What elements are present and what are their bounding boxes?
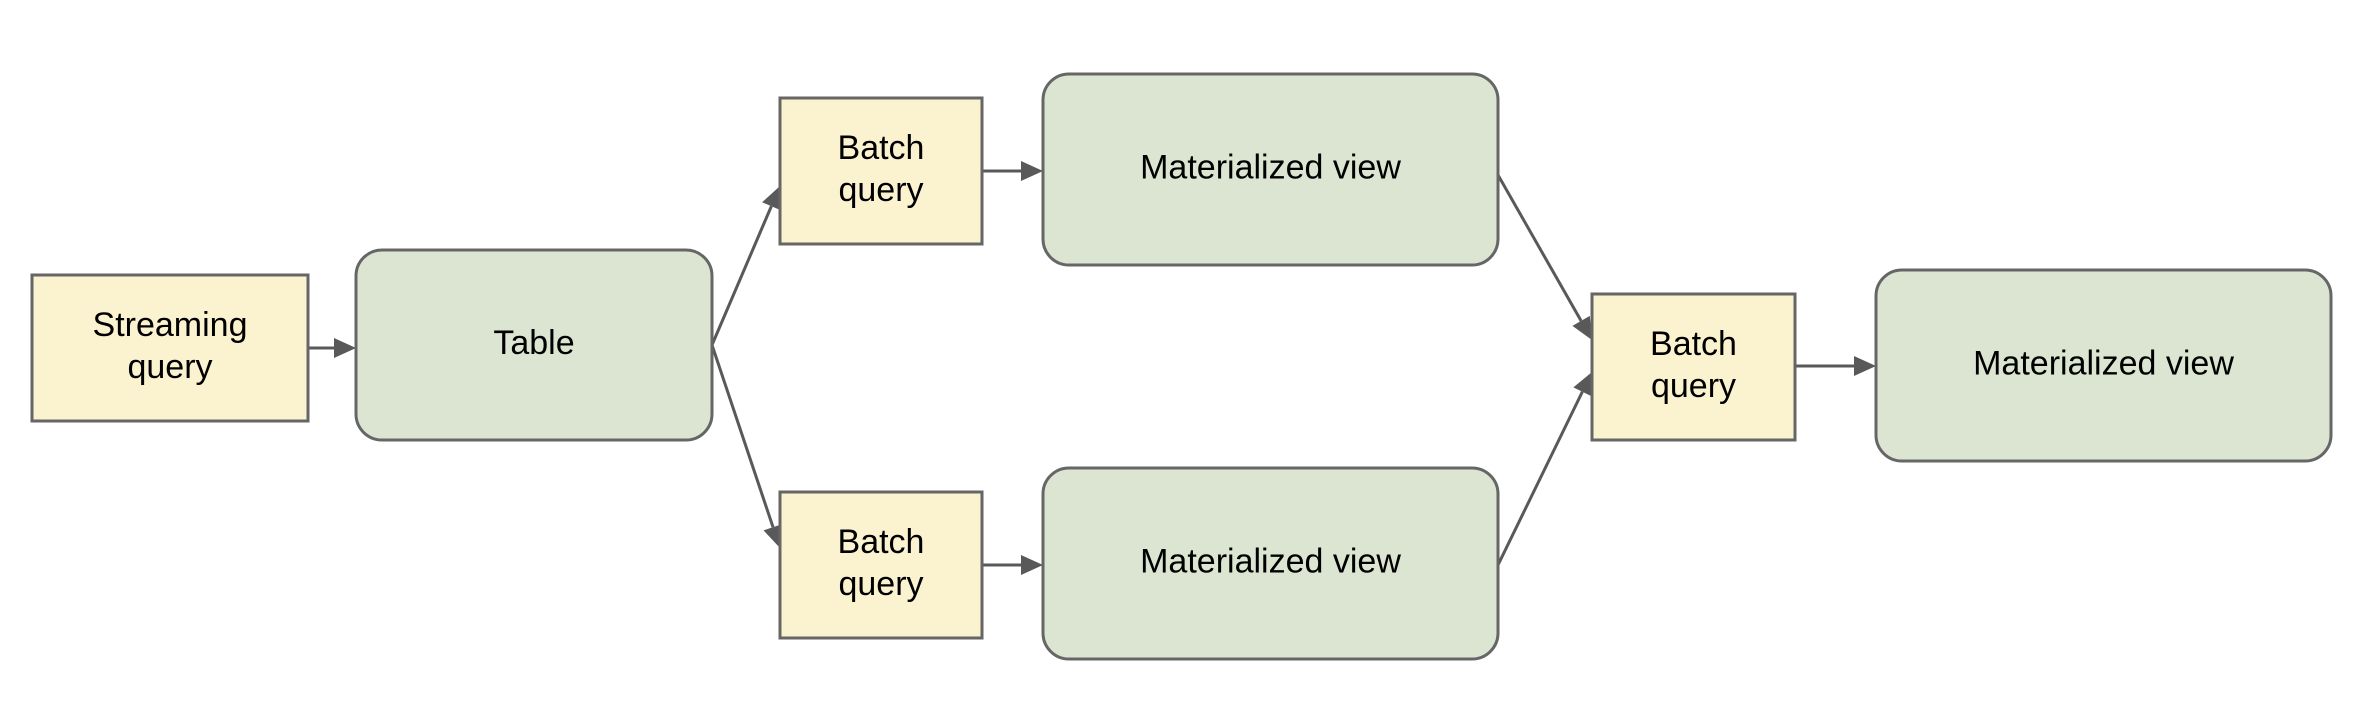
- node-shape[interactable]: [778, 490, 984, 640]
- arrowhead-icon: [1854, 356, 1876, 376]
- node-label: Materialized view: [1140, 148, 1401, 186]
- node-shape[interactable]: [1041, 466, 1500, 661]
- edge-batch-query-top-to-materialized-view-top: [982, 161, 1043, 181]
- node-label-line2: query: [838, 565, 923, 603]
- edge-line: [710, 205, 773, 346]
- node-streaming-query[interactable]: Streaming query: [30, 273, 310, 423]
- edge-materialized-view-top-to-batch-query-center: [1496, 174, 1592, 340]
- edge-table-to-batch-query-top: [710, 186, 781, 346]
- node-batch-query-top[interactable]: Batch query: [778, 96, 984, 246]
- node-label: Materialized view: [1140, 542, 1401, 580]
- node-label-line1: Batch: [838, 129, 925, 167]
- node-batch-query-bottom[interactable]: Batch query: [778, 490, 984, 640]
- arrowhead-icon: [334, 338, 356, 358]
- arrowhead-icon: [1573, 372, 1592, 397]
- node-label-line1: Batch: [838, 523, 925, 561]
- node-batch-query-center[interactable]: Batch query: [1590, 292, 1797, 442]
- node-label-line1: Streaming: [93, 306, 248, 344]
- node-label: Materialized view: [1973, 344, 2234, 382]
- arrowhead-icon: [762, 186, 781, 211]
- edge-line: [1496, 391, 1584, 566]
- node-materialized-view-bottom[interactable]: Materialized view: [1041, 466, 1500, 661]
- edge-materialized-view-bottom-to-batch-query-center: [1496, 372, 1592, 566]
- node-shape[interactable]: [1874, 268, 2333, 463]
- node-label-line2: query: [127, 348, 212, 386]
- arrowhead-icon: [763, 523, 783, 548]
- node-label: Table: [493, 324, 574, 362]
- node-label-line1: Batch: [1650, 325, 1737, 363]
- node-label-line2: query: [1651, 367, 1736, 405]
- node-materialized-view-top[interactable]: Materialized view: [1041, 72, 1500, 267]
- node-materialized-view-right[interactable]: Materialized view: [1874, 268, 2333, 463]
- arrowhead-icon: [1572, 315, 1592, 340]
- edge-line: [710, 344, 775, 528]
- edge-table-to-batch-query-bottom: [710, 344, 783, 548]
- arrowhead-icon: [1021, 555, 1043, 575]
- node-label-line2: query: [838, 171, 923, 209]
- edge-batch-query-bottom-to-materialized-view-bottom: [982, 555, 1043, 575]
- node-shape[interactable]: [30, 273, 310, 423]
- arrowhead-icon: [1021, 161, 1043, 181]
- node-table[interactable]: Table: [354, 248, 714, 442]
- edge-batch-query-center-to-materialized-view-right: [1795, 356, 1876, 376]
- edge-line: [1496, 174, 1583, 322]
- node-shape[interactable]: [354, 248, 714, 442]
- nodes-layer: StreamingqueryTableBatchqueryMaterialize…: [30, 72, 2333, 661]
- node-shape[interactable]: [1590, 292, 1797, 442]
- edges-layer: [308, 161, 1876, 575]
- node-shape[interactable]: [778, 96, 984, 246]
- edge-streaming-query-to-table: [308, 338, 356, 358]
- node-shape[interactable]: [1041, 72, 1500, 267]
